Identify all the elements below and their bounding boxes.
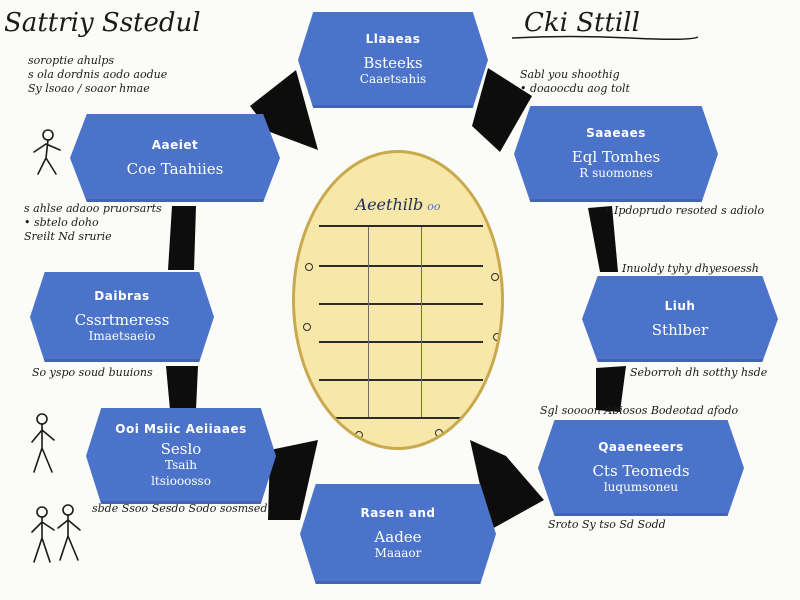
grid-col-line bbox=[420, 227, 422, 417]
hex-block-heading: Saaeaes bbox=[586, 126, 646, 141]
note-top-left: soroptie ahulps s ola dordnis aodo aodue… bbox=[28, 54, 167, 95]
note-line: s ola dordnis aodo aodue bbox=[28, 67, 168, 81]
note-line: Sroto Sy tso Sd Sodd bbox=[548, 518, 666, 531]
grid-row-line bbox=[319, 303, 483, 305]
hex-block-sub: Maaaor bbox=[374, 546, 422, 561]
center-grid bbox=[319, 225, 483, 419]
note-line: • Ipdoprudo resoted s adiolo bbox=[604, 204, 765, 217]
hex-block-body: Sthlber bbox=[651, 321, 709, 339]
hex-block-sub: Tsaih ltsiooosso bbox=[151, 458, 211, 488]
hex-block-right-lower: Qaaeneeers Cts Teomeds luqumsoneu bbox=[538, 420, 744, 516]
hex-block-sub: Imaetsaeio bbox=[88, 329, 156, 344]
hex-block-body: Cts Teomeds bbox=[592, 462, 690, 481]
hex-block-left-upper: Aaeiet Coe Taahiies bbox=[70, 114, 280, 202]
note-line: • sbtelo doho bbox=[24, 215, 99, 229]
oval-ring-dot bbox=[435, 429, 443, 437]
oval-ring-dot bbox=[491, 273, 499, 281]
hex-block-heading: Liuh bbox=[664, 299, 696, 313]
arrow-bottom-left bbox=[268, 440, 318, 520]
note-left-middle: So yspo soud buuions bbox=[32, 366, 153, 380]
center-title-sub: oo bbox=[427, 200, 441, 213]
center-title-text: Aeethilb bbox=[355, 195, 424, 214]
hex-block-sub: Caaetsahis bbox=[359, 72, 427, 87]
note-line: Sreilt Nd srurie bbox=[24, 229, 112, 243]
oval-ring-dot bbox=[303, 323, 311, 331]
hex-block-heading: Daibras bbox=[94, 289, 150, 304]
hex-block-sub: luqumsoneu bbox=[603, 480, 679, 495]
hex-block-heading: Qaaeneeers bbox=[598, 440, 684, 455]
note-right-lower-2: Sgl soooon Abiosos Bodeotad afodo bbox=[540, 404, 738, 418]
oval-ring-dot bbox=[493, 333, 501, 341]
note-right-bottom: Sroto Sy tso Sd Sodd bbox=[548, 518, 666, 532]
note-right-upper: • Ipdoprudo resoted s adiolo bbox=[604, 204, 764, 218]
note-right-lower-1: Seborroh dh sotthy hsde bbox=[630, 366, 767, 380]
oval-ring-dot bbox=[305, 263, 313, 271]
hex-block-body: Aadee bbox=[374, 528, 422, 547]
note-line: Sabl you shoothig bbox=[520, 68, 620, 81]
arrow-top-right bbox=[472, 68, 532, 152]
hex-block-right-upper: Saaeaes Eql Tomhes R suomones bbox=[514, 106, 718, 202]
note-line: • doaoocdu aog tolt bbox=[520, 81, 630, 95]
title-left: Sattriy Sstedul bbox=[4, 8, 201, 38]
hex-block-body: Cssrtmeress bbox=[74, 311, 170, 330]
note-line: Seborroh dh sotthy hsde bbox=[630, 366, 768, 379]
hex-block-heading: Aaeiet bbox=[151, 138, 199, 152]
hex-block-body: Seslo bbox=[160, 440, 202, 459]
hex-block-heading: Llaaeas bbox=[365, 32, 421, 47]
oval-ring-dot bbox=[355, 431, 363, 439]
hex-block-body: Bsteeks bbox=[363, 54, 423, 73]
hex-block-heading: Rasen and bbox=[360, 506, 436, 521]
note-line: Inuoldy tyhy dhyesoessh bbox=[622, 262, 759, 275]
note-top-right: Sabl you shoothig • doaoocdu aog tolt bbox=[520, 68, 630, 96]
hex-block-bottom: Rasen and Aadee Maaaor bbox=[300, 484, 496, 584]
hex-block-top: Llaaeas Bsteeks Caaetsahis bbox=[298, 12, 488, 108]
title-underline bbox=[511, 35, 699, 41]
arrow-top-left bbox=[250, 70, 318, 150]
arrow-left-upper bbox=[168, 206, 196, 270]
arrow-bottom-right bbox=[470, 440, 544, 530]
grid-row-line bbox=[319, 379, 483, 381]
hex-block-heading: Ooi Msiic Aeiiaaes bbox=[115, 422, 247, 437]
arrow-left-lower bbox=[166, 366, 198, 410]
note-line: Sgl soooon Abiosos Bodeotad afodo bbox=[540, 404, 739, 417]
grid-col-line bbox=[368, 227, 370, 417]
arrow-right-upper bbox=[588, 206, 618, 272]
hex-block-sub: R suomones bbox=[579, 166, 653, 181]
note-line: So yspo soud buuions bbox=[32, 366, 153, 379]
note-line: soroptie ahulps bbox=[28, 54, 115, 67]
hex-block-body: Coe Taahiies bbox=[126, 160, 224, 178]
note-left-lower: sbde Ssoo Sesdo Sodo sosmsed bbox=[92, 502, 267, 516]
note-line: s ahlse adaoo pruorsarts bbox=[24, 202, 162, 215]
note-line: Sy lsoao / soaor hmae bbox=[28, 81, 150, 95]
note-right-middle: Inuoldy tyhy dhyesoessh bbox=[622, 262, 759, 276]
hex-block-body: Eql Tomhes bbox=[571, 148, 661, 167]
title-right: Cki Sttill bbox=[524, 8, 640, 38]
hex-block-left-lower: Ooi Msiic Aeiiaaes Seslo Tsaih ltsioooss… bbox=[86, 408, 276, 504]
note-line: sbde Ssoo Sesdo Sodo sosmsed bbox=[92, 502, 268, 515]
hex-block-left-middle: Daibras Cssrtmeress Imaetsaeio bbox=[30, 272, 214, 362]
person-sketch-icon bbox=[33, 129, 61, 175]
people-sketch-icon bbox=[31, 504, 81, 563]
grid-row-line bbox=[319, 341, 483, 343]
hex-block-right-middle: Liuh Sthlber bbox=[582, 276, 778, 362]
note-left-upper: s ahlse adaoo pruorsarts • sbtelo doho S… bbox=[24, 202, 162, 243]
person-sketch-icon bbox=[31, 413, 55, 473]
grid-row-line bbox=[319, 265, 483, 267]
arrow-right-lower bbox=[596, 366, 626, 412]
